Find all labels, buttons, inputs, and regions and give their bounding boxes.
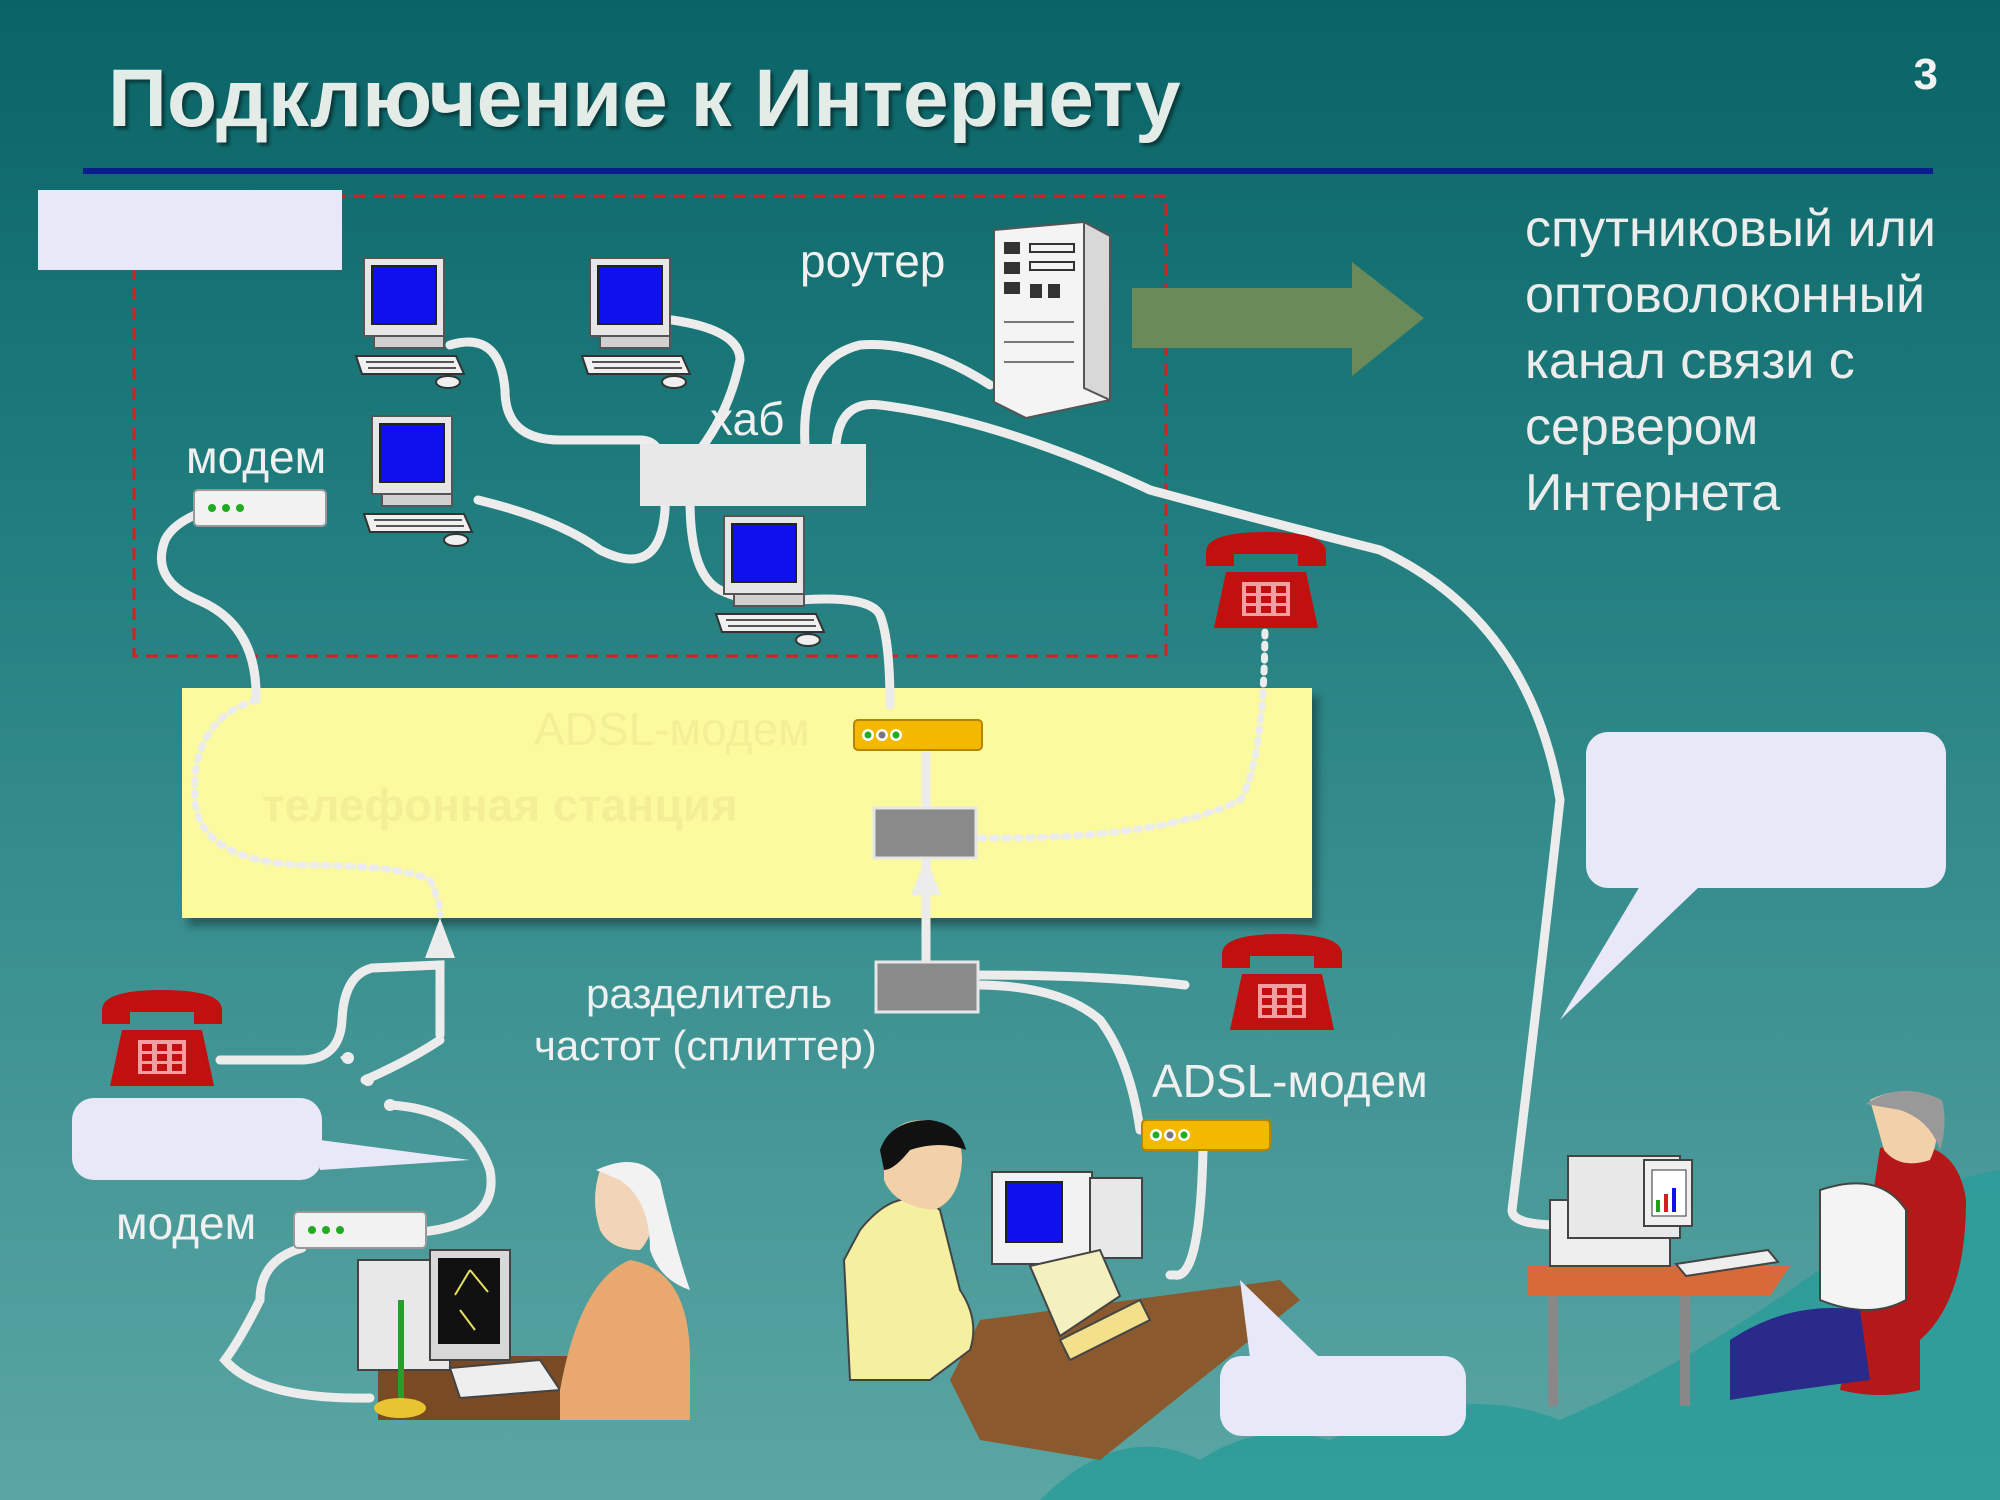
adsl-modem-label: ADSL-модем <box>1152 1055 1428 1107</box>
hub-icon <box>640 444 866 506</box>
lan-boundary <box>132 194 1168 658</box>
page-number: 3 <box>1913 50 1938 99</box>
arrow-right-icon <box>1132 262 1424 376</box>
slide-title: Подключение к Интернету <box>108 53 1181 144</box>
scene-left <box>357 1162 690 1420</box>
telephone-station-box <box>182 688 1312 918</box>
telephone-station-label: телефонная станция <box>262 779 738 831</box>
dialup-modem-label: модем <box>116 1197 257 1249</box>
mountain-shape <box>1040 1170 2000 1500</box>
splitter-label-line2: частот (сплиттер) <box>534 1022 877 1069</box>
channel-line-4: сервером <box>1525 398 1759 456</box>
callout-right <box>1586 732 1946 888</box>
station-adsl-label: ADSL-модем <box>534 703 810 755</box>
scene-right <box>1528 1090 1966 1406</box>
router-label: роутер <box>800 235 946 287</box>
callout-left <box>72 1098 322 1180</box>
splitter-label-line1: разделитель <box>586 970 833 1017</box>
channel-line-5: Интернета <box>1525 464 1781 522</box>
server-tower-icon <box>993 220 1111 420</box>
hub-label: хаб <box>710 393 785 445</box>
channel-description: спутниковый или оптоволоконный канал свя… <box>1525 196 1936 526</box>
arrow-up-icon <box>425 918 455 958</box>
cables <box>157 315 1565 1403</box>
channel-line-2: оптоволоконный <box>1525 266 1926 324</box>
title-rule <box>83 168 1933 174</box>
station-splitter-icon <box>872 806 978 860</box>
channel-line-3: канал связи с <box>1525 332 1855 390</box>
lan-label-box <box>38 190 342 270</box>
callout-bottom <box>1220 1356 1466 1436</box>
channel-line-1: спутниковый или <box>1525 200 1936 258</box>
scene-center <box>842 1120 1300 1460</box>
phone-lines <box>191 616 1269 919</box>
splitter-icon <box>874 960 980 1014</box>
lan-modem-label: модем <box>186 431 327 483</box>
